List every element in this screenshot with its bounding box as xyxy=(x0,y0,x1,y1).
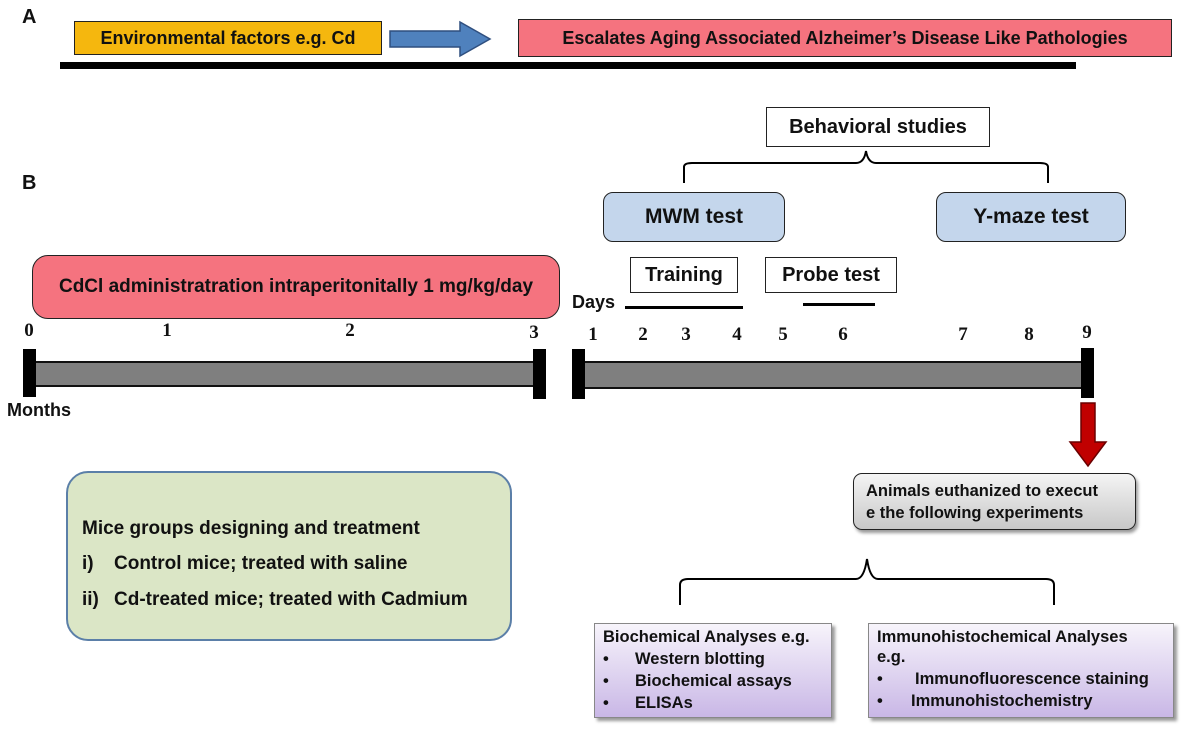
cdcl-administration-text: CdCl administratration intraperitonitall… xyxy=(58,276,534,297)
ymaze-test-box: Y-maze test xyxy=(936,192,1126,242)
immunohistochemical-analyses-box: Immunohistochemical Analyses e.g. • Immu… xyxy=(868,623,1174,718)
day-tick: 6 xyxy=(838,324,848,345)
bullet-icon: • xyxy=(603,650,609,668)
immuno-item: Immunofluorescence staining xyxy=(915,670,1149,688)
groups-item-1-number: i) xyxy=(82,553,94,574)
month-tick: 2 xyxy=(345,320,355,341)
immuno-title-line-1: Immunohistochemical Analyses xyxy=(877,628,1128,646)
days-timeline-bar xyxy=(580,361,1088,389)
experiments-brace xyxy=(679,558,1055,605)
day-tick: 2 xyxy=(638,324,648,345)
days-timeline-start-cap xyxy=(572,349,585,399)
days-timeline-end-cap xyxy=(1081,348,1094,398)
month-tick: 3 xyxy=(529,322,539,343)
panel-a-label: A xyxy=(22,6,37,28)
groups-item-2-number: ii) xyxy=(82,589,99,610)
training-box: Training xyxy=(630,257,738,293)
months-timeline-end-cap xyxy=(533,349,546,399)
euthanized-line-2: e the following experiments xyxy=(866,504,1084,522)
mice-groups-box: Mice groups designing and treatment i) C… xyxy=(66,471,512,641)
months-timeline-start-cap xyxy=(23,349,36,397)
months-timeline-bar xyxy=(30,361,538,387)
mwm-test-text: MWM test xyxy=(645,205,743,228)
training-text: Training xyxy=(645,263,723,286)
panel-a-divider xyxy=(60,62,1076,69)
day-tick: 7 xyxy=(958,324,968,345)
biochemical-title: Biochemical Analyses e.g. xyxy=(603,628,810,646)
probe-period-line xyxy=(803,303,875,306)
groups-title: Mice groups designing and treatment xyxy=(82,518,420,539)
alzheimer-pathologies-box: Escalates Aging Associated Alzheimer’s D… xyxy=(518,19,1172,57)
euthanized-box: Animals euthanized to execut e the follo… xyxy=(853,473,1136,530)
bullet-icon: • xyxy=(877,670,883,688)
biochemical-item: ELISAs xyxy=(635,694,693,712)
immuno-item: Immunohistochemistry xyxy=(911,692,1093,710)
cdcl-administration-box: CdCl administratration intraperitonitall… xyxy=(32,255,560,319)
right-arrow-icon xyxy=(389,20,492,58)
down-arrow-icon xyxy=(1068,402,1108,468)
biochemical-item: Western blotting xyxy=(635,650,765,668)
training-period-line xyxy=(625,306,743,309)
groups-item-1: Control mice; treated with saline xyxy=(114,553,408,574)
euthanized-line-1: Animals euthanized to execut xyxy=(866,482,1098,500)
ymaze-test-text: Y-maze test xyxy=(973,205,1089,228)
mwm-test-box: MWM test xyxy=(603,192,785,242)
behavioral-studies-text: Behavioral studies xyxy=(789,115,967,138)
behavioral-brace xyxy=(683,150,1049,183)
day-tick: 9 xyxy=(1082,322,1092,343)
bullet-icon: • xyxy=(603,694,609,712)
environmental-factors-text: Environmental factors e.g. Cd xyxy=(100,27,356,48)
day-tick: 5 xyxy=(778,324,788,345)
days-label: Days xyxy=(572,292,616,312)
day-tick: 3 xyxy=(681,324,691,345)
day-tick: 8 xyxy=(1024,324,1034,345)
bullet-icon: • xyxy=(877,692,883,710)
groups-item-2: Cd-treated mice; treated with Cadmium xyxy=(114,589,468,610)
biochemical-analyses-box: Biochemical Analyses e.g. • Western blot… xyxy=(594,623,832,718)
alzheimer-pathologies-text: Escalates Aging Associated Alzheimer’s D… xyxy=(562,27,1128,48)
bullet-icon: • xyxy=(603,672,609,690)
panel-b-label: B xyxy=(22,172,37,194)
probe-test-box: Probe test xyxy=(765,257,897,293)
biochemical-item: Biochemical assays xyxy=(635,672,792,690)
month-tick: 1 xyxy=(162,320,172,341)
immuno-title-line-2: e.g. xyxy=(877,648,906,666)
month-tick: 0 xyxy=(24,320,34,341)
probe-test-text: Probe test xyxy=(782,263,880,286)
months-label: Months xyxy=(7,400,71,420)
day-tick: 4 xyxy=(732,324,742,345)
day-tick: 1 xyxy=(588,324,598,345)
behavioral-studies-box: Behavioral studies xyxy=(766,107,990,147)
environmental-factors-box: Environmental factors e.g. Cd xyxy=(74,21,382,55)
